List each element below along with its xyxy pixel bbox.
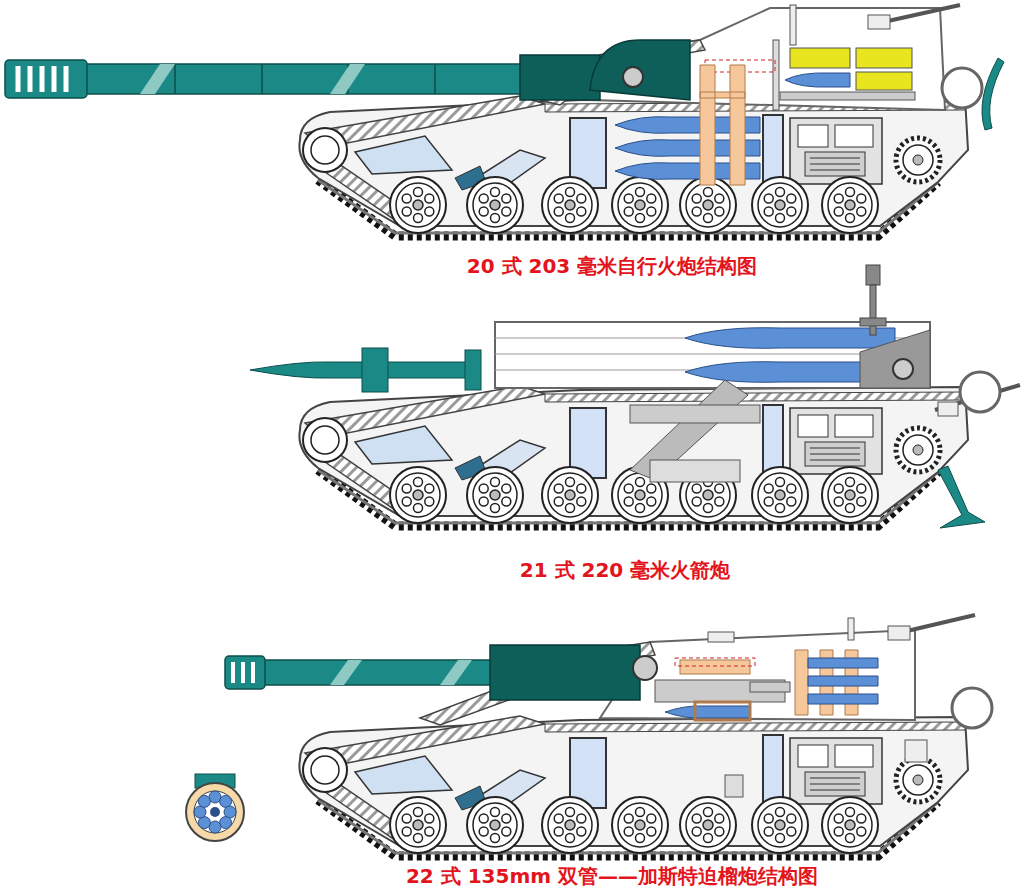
ammo-charge <box>790 48 850 68</box>
caption-label: 21 式 220 毫米火箭炮 <box>520 558 730 582</box>
muzzle-brake <box>225 656 265 689</box>
gun-135-illustration <box>186 615 992 856</box>
gun-mantlet <box>490 645 640 700</box>
gun-mantlet <box>520 55 600 100</box>
rear-spade <box>982 58 1004 130</box>
caption-label: 22 式 135mm 双管——加斯特迫榴炮结构图 <box>406 864 818 888</box>
caption-label: 20 式 203 毫米自行火炮结构图 <box>467 254 757 278</box>
spg-203-illustration <box>5 5 1004 236</box>
hull-chassis <box>299 386 968 526</box>
rocket <box>685 328 895 349</box>
turret <box>590 8 945 110</box>
twin-barrel-section-icon <box>186 774 244 841</box>
missile <box>250 362 470 378</box>
mrl-220-illustration <box>250 265 1020 528</box>
hull-chassis <box>299 96 968 236</box>
loader-rammer <box>700 65 745 185</box>
muzzle-brake <box>5 60 87 98</box>
gun-barrel <box>85 64 525 94</box>
hull-chassis <box>299 716 968 856</box>
rear-spade <box>938 466 985 528</box>
shell <box>665 706 750 718</box>
launcher-box <box>495 322 930 388</box>
